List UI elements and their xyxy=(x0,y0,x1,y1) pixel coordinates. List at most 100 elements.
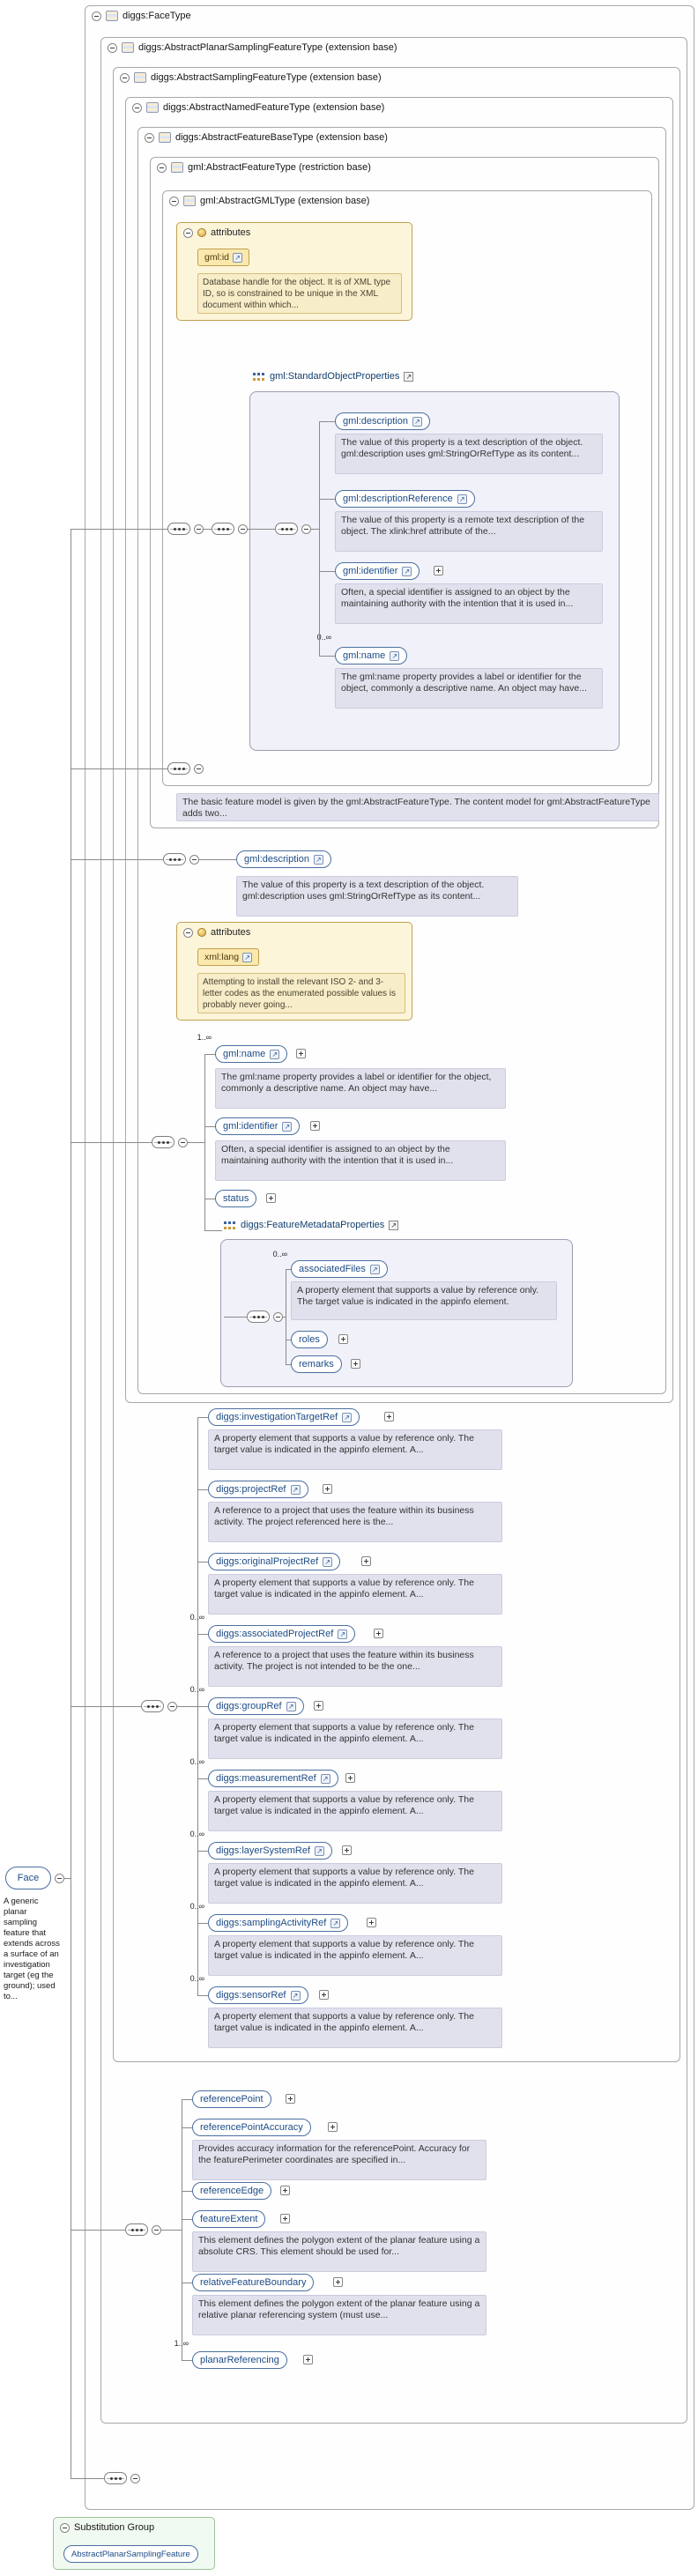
reference-icon[interactable]: ↗ xyxy=(233,252,243,263)
reference-icon[interactable]: ↗ xyxy=(402,566,412,576)
expand-icon[interactable] xyxy=(361,1556,371,1566)
expand-icon[interactable] xyxy=(351,1359,360,1369)
sequence-icon[interactable] xyxy=(167,762,190,775)
expand-icon[interactable] xyxy=(323,1484,332,1494)
element-investigationtargetref[interactable]: diggs:investigationTargetRef ↗ xyxy=(208,1408,360,1426)
element-layersystemref[interactable]: diggs:layerSystemRef ↗ xyxy=(208,1842,332,1860)
group-label-standardobjectproperties[interactable]: gml:StandardObjectProperties ↗ xyxy=(253,371,414,382)
element-status[interactable]: status xyxy=(215,1190,257,1207)
collapse-icon[interactable] xyxy=(169,196,179,206)
collapse-icon[interactable] xyxy=(183,927,193,938)
element-relativefeatureboundary[interactable]: relativeFeatureBoundary xyxy=(192,2274,315,2291)
reference-icon[interactable]: ↗ xyxy=(390,650,400,661)
expand-icon[interactable] xyxy=(303,2355,313,2364)
reference-icon[interactable]: ↗ xyxy=(286,1701,296,1711)
expand-icon[interactable] xyxy=(280,2186,290,2195)
expand-icon[interactable] xyxy=(310,1121,320,1131)
collapse-icon[interactable] xyxy=(157,162,167,173)
attribute-gml-id[interactable]: gml:id ↗ xyxy=(197,249,250,266)
expand-icon[interactable] xyxy=(314,1701,323,1711)
collapse-icon[interactable] xyxy=(55,1874,64,1883)
element-face[interactable]: Face xyxy=(5,1867,51,1889)
expand-icon[interactable] xyxy=(280,2214,290,2223)
expand-icon[interactable] xyxy=(345,1773,355,1783)
element-gml-identifier[interactable]: gml:identifier ↗ xyxy=(215,1117,301,1135)
element-gml-name[interactable]: gml:name ↗ xyxy=(335,647,408,664)
element-abstractplanarsamplingfeature[interactable]: AbstractPlanarSamplingFeature xyxy=(63,2545,198,2563)
collapse-icon[interactable] xyxy=(60,2522,70,2533)
reference-icon[interactable]: ↗ xyxy=(338,1629,348,1639)
sequence-icon[interactable] xyxy=(275,523,298,535)
reference-icon[interactable]: ↗ xyxy=(242,952,253,962)
expand-icon[interactable] xyxy=(338,1334,348,1344)
collapse-icon[interactable] xyxy=(152,2225,161,2235)
expand-icon[interactable] xyxy=(296,1049,306,1058)
expand-icon[interactable] xyxy=(342,1845,352,1855)
expand-icon[interactable] xyxy=(367,1918,376,1927)
element-projectref[interactable]: diggs:projectRef ↗ xyxy=(208,1481,308,1498)
sequence-icon[interactable] xyxy=(141,1700,164,1712)
collapse-icon[interactable] xyxy=(178,1138,188,1147)
element-groupref[interactable]: diggs:groupRef ↗ xyxy=(208,1697,304,1715)
reference-icon[interactable]: ↗ xyxy=(330,1918,341,1928)
element-originalprojectref[interactable]: diggs:originalProjectRef ↗ xyxy=(208,1553,341,1570)
element-associatedfiles[interactable]: associatedFiles ↗ xyxy=(291,1260,388,1278)
sequence-icon[interactable] xyxy=(125,2223,148,2236)
collapse-icon[interactable] xyxy=(132,102,142,113)
collapse-icon[interactable] xyxy=(189,855,199,865)
collapse-icon[interactable] xyxy=(194,764,204,774)
collapse-icon[interactable] xyxy=(108,42,117,53)
expand-icon[interactable] xyxy=(333,2277,343,2287)
element-gml-description[interactable]: gml:description ↗ xyxy=(236,850,331,868)
element-associatedprojectref[interactable]: diggs:associatedProjectRef ↗ xyxy=(208,1625,356,1643)
element-samplingactivityref[interactable]: diggs:samplingActivityRef ↗ xyxy=(208,1914,349,1932)
element-gml-identifier[interactable]: gml:identifier ↗ xyxy=(335,562,420,580)
element-featureextent[interactable]: featureExtent xyxy=(192,2210,266,2228)
expand-icon[interactable] xyxy=(266,1193,276,1203)
element-gml-description[interactable]: gml:description ↗ xyxy=(335,412,430,430)
expand-icon[interactable] xyxy=(328,2122,338,2132)
reference-icon[interactable]: ↗ xyxy=(412,416,422,427)
element-measurementref[interactable]: diggs:measurementRef ↗ xyxy=(208,1770,338,1787)
expand-icon[interactable] xyxy=(434,566,443,575)
collapse-icon[interactable] xyxy=(167,1702,177,1711)
reference-icon[interactable]: ↗ xyxy=(270,1049,280,1059)
element-referencepoint[interactable]: referencePoint xyxy=(192,2090,271,2108)
collapse-icon[interactable] xyxy=(301,524,311,534)
collapse-icon[interactable] xyxy=(194,524,204,534)
reference-icon[interactable]: ↗ xyxy=(323,1556,333,1567)
element-roles[interactable]: roles xyxy=(291,1331,328,1348)
expand-icon[interactable] xyxy=(319,1990,329,2000)
collapse-icon[interactable] xyxy=(238,524,248,534)
group-label-featuremetadataproperties[interactable]: diggs:FeatureMetadataProperties ↗ xyxy=(224,1220,399,1230)
expand-icon[interactable] xyxy=(374,1629,383,1638)
sequence-icon[interactable] xyxy=(152,1136,174,1148)
expand-icon[interactable] xyxy=(384,1412,394,1422)
reference-icon[interactable]: ↗ xyxy=(342,1412,353,1422)
reference-icon[interactable]: ↗ xyxy=(315,1845,324,1856)
collapse-icon[interactable] xyxy=(130,2474,140,2483)
element-remarks[interactable]: remarks xyxy=(291,1355,342,1373)
goto-definition-icon[interactable]: ↗ xyxy=(389,1220,399,1230)
reference-icon[interactable]: ↗ xyxy=(369,1264,380,1274)
sequence-icon[interactable] xyxy=(247,1310,270,1323)
reference-icon[interactable]: ↗ xyxy=(457,494,467,504)
sequence-icon[interactable] xyxy=(167,523,190,535)
element-referenceedge[interactable]: referenceEdge xyxy=(192,2182,272,2200)
sequence-icon[interactable] xyxy=(104,2472,127,2484)
goto-definition-icon[interactable]: ↗ xyxy=(404,371,414,382)
element-gml-name[interactable]: gml:name ↗ xyxy=(215,1045,288,1063)
attribute-xml-lang[interactable]: xml:lang ↗ xyxy=(197,948,260,966)
collapse-icon[interactable] xyxy=(273,1312,283,1322)
element-gml-descriptionreference[interactable]: gml:descriptionReference ↗ xyxy=(335,490,475,508)
element-sensorref[interactable]: diggs:sensorRef ↗ xyxy=(208,1986,308,2004)
sequence-icon[interactable] xyxy=(212,523,234,535)
sequence-icon[interactable] xyxy=(163,853,186,865)
reference-icon[interactable]: ↗ xyxy=(290,1990,301,2001)
element-referencepointaccuracy[interactable]: referencePointAccuracy xyxy=(192,2119,311,2136)
expand-icon[interactable] xyxy=(286,2094,295,2104)
collapse-icon[interactable] xyxy=(92,11,101,21)
reference-icon[interactable]: ↗ xyxy=(290,1484,301,1495)
collapse-icon[interactable] xyxy=(145,132,154,143)
collapse-icon[interactable] xyxy=(183,227,193,238)
